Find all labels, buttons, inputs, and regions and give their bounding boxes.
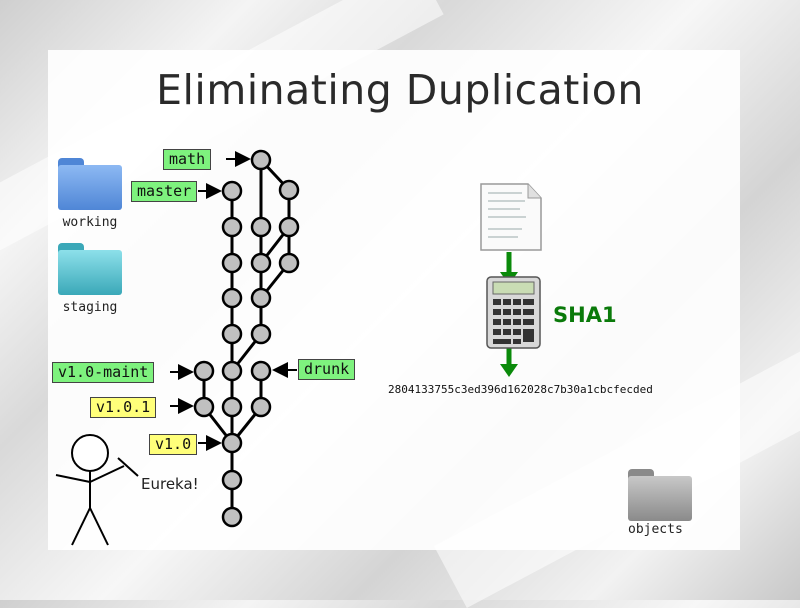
sha1-label: SHA1 [553,303,617,327]
commit-node [250,216,272,238]
commit-node [250,252,272,274]
commit-node [221,287,243,309]
commit-node [221,252,243,274]
tag-label-v1-0-1: v1.0.1 [90,397,157,418]
commit-node [278,252,300,274]
commit-node [193,396,215,418]
commit-node [221,180,243,202]
staging-folder-icon [58,243,122,295]
commit-node [221,360,243,382]
sha1-hash-value: 2804133755c3ed396d162028c7b30a1cbcfecded [388,383,653,396]
commit-node [278,179,300,201]
commit-node [221,396,243,418]
calculator-icon [486,276,541,349]
tag-label-v1-0: v1.0 [149,434,198,455]
commit-node [221,469,243,491]
branch-label-v1-0-maint: v1.0-maint [52,362,155,383]
objects-folder-icon [628,469,692,521]
commit-node [278,216,300,238]
commit-node [221,216,243,238]
commit-node [193,360,215,382]
label-arrows [170,151,297,451]
objects-folder-label: objects [628,522,683,537]
slide-panel [48,50,740,550]
speech-text: Eureka! [141,475,199,493]
staging-folder-label: staging [62,300,118,315]
working-folder-label: working [62,215,118,230]
commit-node [250,287,272,309]
slide-title: Eliminating Duplication [156,66,644,114]
commit-node [221,432,243,454]
branch-label-drunk: drunk [298,359,356,380]
commit-edges [202,158,291,517]
commit-node [221,323,243,345]
commit-node [250,149,272,171]
document-icon [480,183,542,251]
branch-label-master: master [131,181,198,202]
branch-label-math: math [163,149,212,170]
stick-figure-icon [55,434,139,546]
commit-node [250,396,272,418]
commit-node [250,323,272,345]
commit-node [221,506,243,528]
commit-node [250,360,272,382]
working-folder-icon [58,158,122,210]
